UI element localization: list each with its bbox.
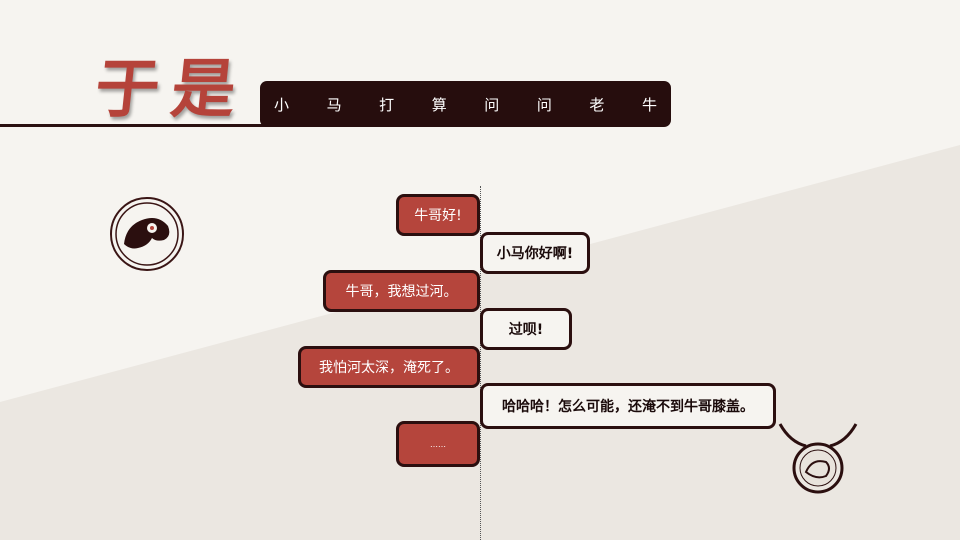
message-bubble-left: 牛哥好!: [396, 194, 480, 236]
subtitle-char: 牛: [641, 95, 657, 114]
message-bubble-left: 我怕河太深，淹死了。: [298, 346, 480, 388]
subtitle-char: 老: [589, 95, 605, 114]
timeline-divider: [480, 186, 481, 540]
message-bubble-right: 哈哈哈！怎么可能，还淹不到牛哥膝盖。: [480, 383, 776, 429]
page-title: 于是: [91, 52, 252, 127]
subtitle-char: 问: [536, 95, 552, 114]
message-bubble-right: 小马你好啊!: [480, 232, 590, 274]
subtitle-char: 小: [274, 95, 290, 114]
bull-icon: [778, 423, 858, 494]
subtitle-char: 问: [484, 95, 500, 114]
subtitle-char: 马: [326, 95, 342, 114]
message-bubble-right: 过呗!: [480, 308, 572, 350]
subtitle-char: 打: [379, 95, 395, 114]
message-bubble-left: 牛哥，我想过河。: [323, 270, 480, 312]
subtitle-bar: 小 马 打 算 问 问 老 牛: [260, 81, 671, 127]
title-underline: [0, 124, 270, 127]
horse-icon: [110, 197, 184, 271]
subtitle-char: 算: [431, 95, 447, 114]
message-bubble-left: ……: [396, 421, 480, 467]
